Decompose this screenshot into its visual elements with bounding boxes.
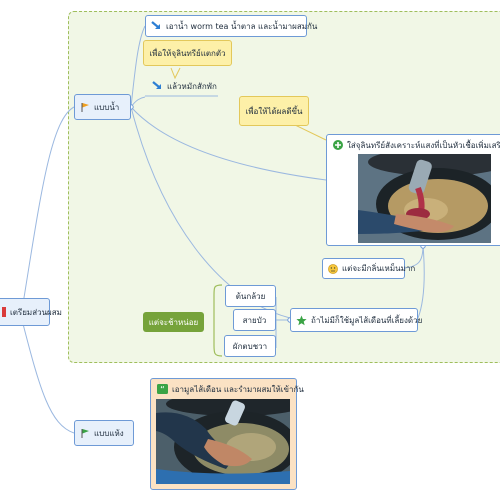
grimace-face-icon — [328, 263, 338, 274]
optional-text: ถ้าไม่มีก็ใช้มูลไส้เดือนที่เลี้ยงด้วย — [311, 315, 423, 325]
callout-better-result: เพื่อให้ได้ผลดีขึ้น — [239, 96, 309, 126]
step-mix-worm-tea[interactable]: เอาน้ำ worm tea น้ำตาล และน้ำมาผสมกัน — [145, 15, 317, 37]
smell-note-text: แต่จะมีกลิ่นเหม็นมาก — [342, 264, 416, 273]
dry-card-header: “ เอามูลไส้เดือน และรำมาผสมให้เข้ากัน — [157, 383, 304, 395]
photo-mixing-liquid — [358, 154, 491, 243]
dry-caption: เอามูลไส้เดือน และรำมาผสมให้เข้ากัน — [172, 384, 304, 394]
root-topic[interactable]: เตรียมส่วนผสม — [0, 298, 62, 326]
wet-method-topic[interactable]: แบบน้ำ — [74, 94, 131, 120]
root-label: เตรียมส่วนผสม — [10, 307, 62, 317]
slow-group-label: แต่จะช้าหน่อย — [143, 312, 204, 332]
quote-icon: “ — [157, 384, 168, 394]
svg-text:“: “ — [160, 385, 165, 394]
item-water-hyacinth[interactable]: ผักตบชวา — [224, 335, 276, 357]
arrow-down-right-icon — [151, 21, 162, 31]
flag-green-icon — [81, 428, 90, 438]
dry-method-topic[interactable]: แบบแห้ง — [74, 420, 134, 446]
dry-method-label: แบบแห้ง — [94, 428, 124, 438]
step-add-bacteria-card[interactable]: ใส่จุลินทรีย์สังเคราะห์แสงที่เป็นหัวเชื้… — [326, 134, 500, 246]
flag-red-icon — [2, 307, 6, 317]
item-lotus-stem[interactable]: สายบัว — [233, 309, 276, 331]
step2-text: แล้วหมักสักพัก — [167, 81, 217, 91]
photo-mixing-dry — [156, 399, 290, 484]
step3-text: ใส่จุลินทรีย์สังเคราะห์แสงที่เป็นหัวเชื้… — [347, 140, 500, 150]
smell-warning-node[interactable]: แต่จะมีกลิ่นเหม็นมาก — [322, 258, 415, 279]
star-icon — [296, 315, 307, 326]
plus-circle-icon — [333, 140, 343, 150]
arrow-down-right-icon — [152, 81, 163, 91]
flag-orange-icon — [81, 102, 90, 112]
item-banana-trunk[interactable]: ต้นกล้วย — [225, 285, 276, 307]
dry-mix-card[interactable]: “ เอามูลไส้เดือน และรำมาผสมให้เข้ากัน — [150, 378, 304, 490]
callout-microbes-break: เพื่อให้จุลินทรีย์แตกตัว — [143, 40, 232, 66]
wet-method-label: แบบน้ำ — [94, 102, 120, 112]
step1-text: เอาน้ำ worm tea น้ำตาล และน้ำมาผสมกัน — [166, 21, 318, 31]
optional-worm-manure-node[interactable]: ถ้าไม่มีก็ใช้มูลไส้เดือนที่เลี้ยงด้วย — [290, 308, 422, 332]
step3-header: ใส่จุลินทรีย์สังเคราะห์แสงที่เป็นหัวเชื้… — [333, 139, 500, 151]
step-ferment[interactable]: แล้วหมักสักพัก — [152, 79, 217, 93]
